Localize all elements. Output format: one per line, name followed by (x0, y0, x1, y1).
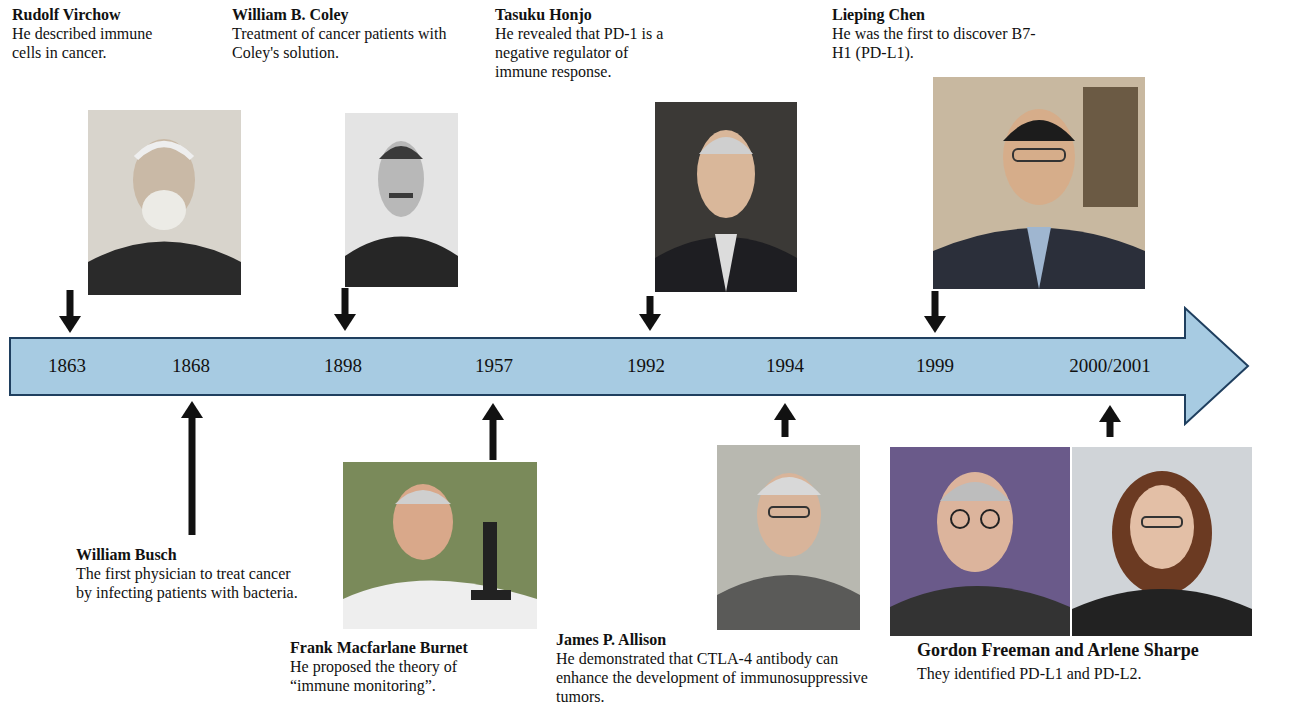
year-label: 1868 (172, 355, 210, 377)
description-text: He described immune cells in cancer. (12, 24, 177, 62)
portrait (933, 77, 1145, 289)
year-label: 1994 (766, 355, 804, 377)
portrait (343, 462, 537, 629)
band-outline (10, 308, 1248, 424)
person-name: Gordon Freeman and Arlene Sharpe (917, 640, 1287, 661)
person-name: Tasuku Honjo (495, 5, 695, 24)
person-name: Frank Macfarlane Burnet (290, 638, 550, 657)
year-label: 2000/2001 (1069, 355, 1150, 377)
person-name: James P. Allison (556, 630, 756, 649)
description-text: Treatment of cancer patients with Coley'… (232, 24, 472, 62)
portrait (88, 110, 241, 295)
year-label: 1957 (475, 355, 513, 377)
year-label: 1863 (48, 355, 86, 377)
year-label: 1992 (627, 355, 665, 377)
portrait (1072, 447, 1252, 636)
person-name: William Busch (76, 545, 296, 564)
description-text: He was the first to discover B7-H1 (PD-L… (832, 24, 1047, 62)
person-name: Lieping Chen (832, 5, 1032, 24)
description-text: They identified PD-L1 and PD-L2. (917, 664, 1287, 683)
portrait (655, 102, 797, 292)
person-name: Rudolf Virchow (12, 5, 172, 24)
year-label: 1999 (916, 355, 954, 377)
portrait (717, 445, 860, 630)
description-text: He proposed the theory of “immune monito… (290, 657, 505, 695)
portrait (890, 447, 1070, 636)
portrait (345, 113, 458, 287)
year-label: 1898 (324, 355, 362, 377)
description-text: He revealed that PD-1 is a negative regu… (495, 24, 667, 81)
timeline-band: 1863 1868 1898 1957 1992 1994 1999 2000/2001 (8, 306, 1252, 426)
pointer-arrow (59, 288, 1121, 535)
description-text: He demonstrated that CTLA-4 antibody can… (556, 649, 871, 706)
person-name: William B. Coley (232, 5, 432, 24)
description-text: The first physician to treat cancer by i… (76, 564, 306, 602)
